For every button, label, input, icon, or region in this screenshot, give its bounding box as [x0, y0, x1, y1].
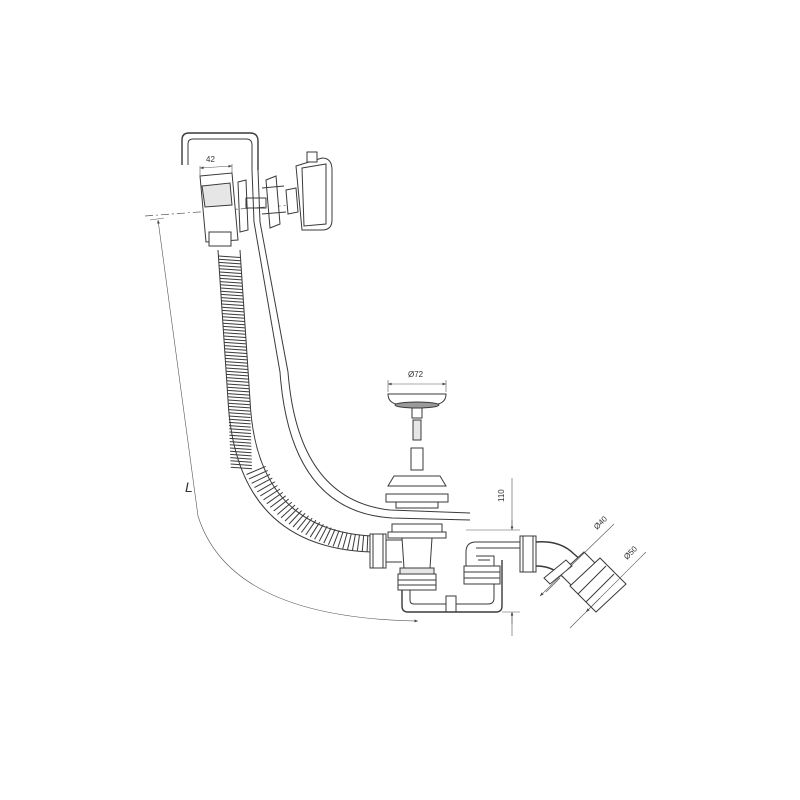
hose-nut [369, 533, 402, 569]
drain-fitting [385, 475, 449, 591]
plug [387, 393, 447, 471]
dim-42: 42 [199, 155, 233, 176]
dim-L: L [149, 217, 419, 623]
outlet-elbow [535, 541, 627, 613]
siphon-trap [401, 535, 537, 613]
dim-110: 110 [466, 478, 520, 636]
label-50: Ø50 [622, 544, 639, 561]
corrugated-hose [217, 249, 373, 553]
label-110: 110 [497, 489, 506, 502]
label-42: 42 [206, 155, 215, 164]
dim-72: Ø72 [387, 370, 447, 392]
label-L: L [185, 479, 193, 495]
overflow-head [199, 151, 333, 247]
label-72: Ø72 [408, 370, 424, 379]
label-40: Ø40 [592, 514, 609, 531]
